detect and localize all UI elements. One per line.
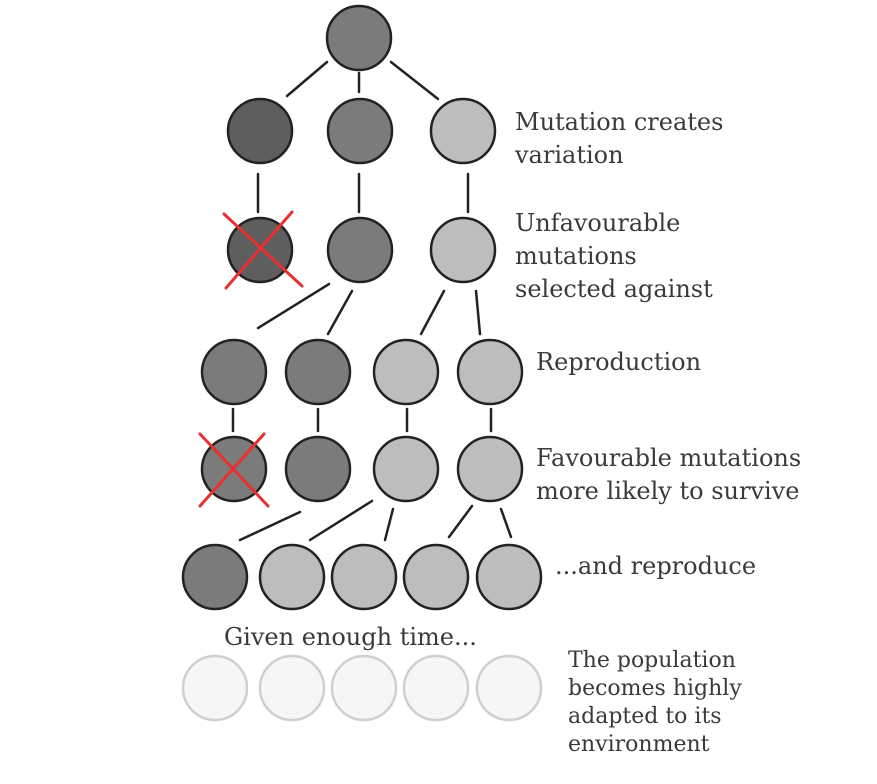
gen2-node-medium: [326, 216, 394, 284]
label-and-reproduce: ...and reproduce: [555, 552, 756, 580]
gen2-node-light: [429, 216, 497, 284]
label-favourable: Favourable mutations more likely to surv…: [536, 444, 809, 505]
label-unfavourable-line1: Unfavourable: [515, 209, 680, 237]
gen1-node-medium: [326, 97, 394, 165]
gen3-node-3: [372, 338, 440, 406]
final-node-4: [402, 654, 470, 722]
gen1-node-dark: [226, 97, 294, 165]
label-given-time: Given enough time...: [224, 623, 477, 651]
label-adapted-line4: environment: [568, 732, 710, 757]
gen5-node-1: [181, 543, 249, 611]
label-unfavourable-line2: mutations: [515, 242, 637, 270]
label-unfavourable: Unfavourable mutations selected against: [515, 209, 713, 303]
gen4-node-2: [284, 435, 352, 503]
gen4-node-3: [372, 435, 440, 503]
final-node-5: [475, 654, 543, 722]
connector-lines: [231, 60, 513, 542]
final-node-2: [258, 654, 326, 722]
gen4-node-4: [456, 435, 524, 503]
label-adapted-line1: The population: [568, 648, 736, 673]
label-mutation-line2: variation: [514, 141, 624, 169]
population-circles: [181, 4, 543, 722]
ancestor-node: [325, 4, 393, 72]
label-unfavourable-line3: selected against: [515, 275, 713, 303]
gen1-node-light: [429, 97, 497, 165]
gen3-node-1: [200, 338, 268, 406]
eliminated-cross-1: [222, 210, 304, 290]
label-adapted-line3: adapted to its: [568, 704, 722, 729]
label-mutation-line1: Mutation creates: [515, 108, 723, 136]
label-adapted: The population becomes highly adapted to…: [568, 648, 749, 757]
gen3-node-2: [284, 338, 352, 406]
eliminated-cross-2: [198, 432, 270, 508]
gen5-node-5: [475, 543, 543, 611]
gen5-node-4: [402, 543, 470, 611]
label-favourable-line2: more likely to survive: [536, 477, 799, 505]
final-node-1: [181, 654, 249, 722]
final-node-3: [330, 654, 398, 722]
label-mutation: Mutation creates variation: [514, 108, 731, 169]
label-reproduction: Reproduction: [536, 348, 701, 376]
gen5-node-3: [330, 543, 398, 611]
label-favourable-line1: Favourable mutations: [536, 444, 801, 472]
label-adapted-line2: becomes highly: [568, 676, 742, 701]
gen5-node-2: [258, 543, 326, 611]
label-reproduction-line1: Reproduction: [536, 348, 701, 376]
label-and-reproduce-line1: ...and reproduce: [555, 552, 756, 580]
gen3-node-4: [456, 338, 524, 406]
